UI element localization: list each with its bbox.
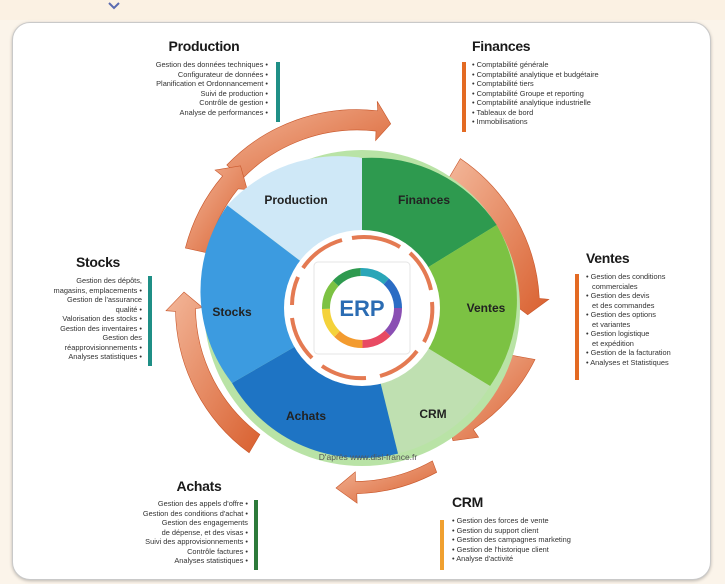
list-item: • Gestion logistique [586,329,650,338]
arrow-segment [165,291,261,454]
block-title-crm: CRM [452,494,483,510]
list-item: • Gestion de l'historique client [452,544,549,554]
list-item: • Comptabilité analytique industrielle [472,98,591,107]
list-item: et des commandes [592,300,655,310]
list-item: • Gestion de la facturation [586,348,671,357]
list-item: réapprovisionnements • [64,342,142,352]
crm-accent-bar [440,520,444,570]
list-item: • Comptabilité générale [472,60,549,69]
list-item: Configurateur de données • [177,69,268,79]
finances-feature-list: • Comptabilité générale • Comptabilité a… [472,60,662,127]
list-item: Contrôle de gestion • [199,98,268,107]
block-crm: CRM • Gestion des forces de vente • Gest… [452,494,622,564]
list-item: • Comptabilité Groupe et reporting [472,88,584,98]
block-ventes: Ventes • Gestion des conditions commerci… [586,250,706,367]
list-item: Gestion des [102,333,142,342]
list-item: Suivi des approvisionnements • [145,537,248,546]
list-item: Gestion des appels d'offre • [157,499,248,508]
list-item: Planification et Ordonnancement • [156,79,268,88]
list-item: de dépense, et des visas • [161,527,248,537]
block-title-stocks: Stocks [75,254,121,270]
list-item: • Analyse d'activité [452,554,514,563]
list-item: • Gestion des devis [586,291,650,300]
block-stocks: Stocks Gestion des dépôts, magasins, emp… [34,254,142,362]
inner-arrow-ring [290,234,435,381]
list-item: • Gestion des conditions [586,272,666,281]
list-item: Gestion des conditions d'achat • [142,508,248,518]
achats-feature-list: Gestion des appels d'offre • Gestion des… [90,499,248,566]
segment-label-production: Production [264,193,327,207]
segment-label-ventes: Ventes [467,301,506,315]
list-item: Gestion des inventaires • [60,323,142,333]
list-item: Gestion des données techniques • [155,60,268,69]
list-item: et expédition [592,338,634,348]
list-item: Valorisation des stocks • [62,314,142,323]
list-item: • Tableaux de bord [472,107,534,117]
block-production: Production Gestion des données technique… [100,38,268,117]
crm-feature-list: • Gestion des forces de vente • Gestion … [452,516,622,564]
segment-label-crm: CRM [419,407,446,421]
list-item: et variantes [592,319,631,329]
list-item: • Immobilisations [472,117,528,126]
list-item: qualité • [115,304,142,314]
list-item: Analyses statistiques • [174,556,248,565]
block-title-finances: Finances [472,38,531,54]
finances-accent-bar [462,62,466,132]
ventes-feature-list: • Gestion des conditions commerciales • … [586,272,706,367]
list-item: Analyses statistiques • [68,352,142,361]
segment-label-achats: Achats [286,409,326,423]
list-item: Contrôle factures • [187,546,248,556]
block-title-ventes: Ventes [586,250,630,266]
block-finances: Finances • Comptabilité générale • Compt… [472,38,662,127]
list-item: • Gestion des campagnes marketing [452,535,571,544]
list-item: • Comptabilité tiers [472,79,534,88]
arrow-segment [226,101,392,180]
segment-stocks [200,205,362,383]
list-item: • Gestion des forces de vente [452,516,549,525]
top-banner [0,0,725,20]
list-item: • Gestion des options [586,310,656,319]
list-item: Suivi de production • [200,88,268,98]
block-title-production: Production [168,38,240,54]
block-achats: Achats Gestion des appels d'offre • Gest… [90,478,248,566]
list-item: • Gestion du support client [452,525,539,535]
list-item: Gestion des engagements [161,518,248,527]
list-item: Gestion des dépôts, [76,276,142,285]
achats-accent-bar [254,500,258,570]
segment-label-stocks: Stocks [212,305,252,319]
segment-label-finances: Finances [398,193,450,207]
ventes-accent-bar [575,274,579,380]
source-credit: D'après www.disi-france.fr [319,452,418,462]
erp-logo-text: ERP [339,296,384,321]
list-item: Analyse de performances • [179,107,268,117]
stocks-feature-list: Gestion des dépôts, magasins, emplacemen… [34,276,142,362]
list-item: Gestion de l'assurance [67,295,142,304]
block-title-achats: Achats [176,478,222,494]
chevron-down-icon [108,2,120,10]
erp-logo: ERP [313,261,411,355]
list-item: magasins, emplacements • [53,285,142,295]
list-item: • Analyses et Statistiques [586,357,669,367]
stocks-accent-bar [148,276,152,366]
production-feature-list: Gestion des données techniques • Configu… [100,60,268,117]
arrow-segment [335,460,438,504]
list-item: commerciales [592,281,638,291]
list-item: • Comptabilité analytique et budgétaire [472,69,599,79]
production-accent-bar [276,62,280,122]
